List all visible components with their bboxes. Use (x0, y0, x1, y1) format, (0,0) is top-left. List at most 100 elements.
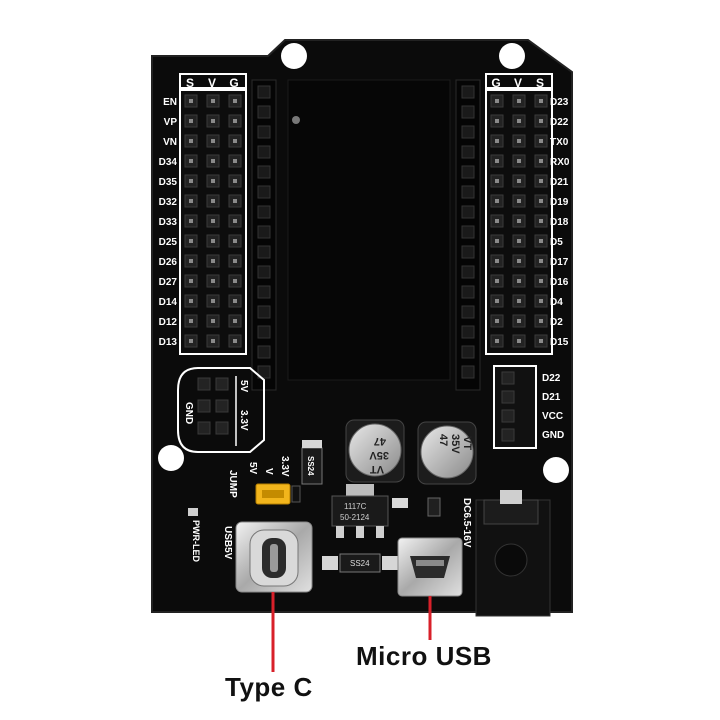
header-socket (257, 85, 271, 99)
pin-tip (233, 119, 237, 123)
pin-tip (211, 219, 215, 223)
mount-hole (499, 43, 525, 69)
pin-tip (517, 199, 521, 203)
power-select-outline (177, 367, 265, 453)
cap1-mid: 35V (369, 449, 389, 461)
header-socket (257, 165, 271, 179)
dc-input-label: DC6.5-16V (461, 498, 472, 548)
pin-tip (539, 339, 543, 343)
left-pin-label: D27 (159, 277, 178, 288)
right-pin-label: D5 (550, 237, 563, 248)
right-pin-label: D21 (550, 177, 569, 188)
header-socket (461, 185, 475, 199)
pin-tip (189, 279, 193, 283)
pin-tip (233, 179, 237, 183)
pin-tip (211, 279, 215, 283)
pin-tip (189, 179, 193, 183)
pin-tip (211, 139, 215, 143)
pin-tip (189, 139, 193, 143)
header-socket (257, 205, 271, 219)
pwr-led-label: PWR-LED (191, 520, 201, 562)
pin-tip (517, 219, 521, 223)
i2c-pin-label: D22 (542, 373, 561, 384)
pin-tip (233, 239, 237, 243)
pin-tip (495, 139, 499, 143)
pin-tip (211, 159, 215, 163)
header-socket (461, 225, 475, 239)
pin-tip (189, 319, 193, 323)
right-pin-label: D19 (550, 197, 569, 208)
header-socket (461, 105, 475, 119)
regulator-line1: 1117C (344, 502, 367, 511)
header-socket (257, 265, 271, 279)
cap2-mid: 35V (449, 434, 461, 454)
pin-tip (517, 239, 521, 243)
pin-tip (495, 299, 499, 303)
pin-tip (539, 299, 543, 303)
header-socket (257, 105, 271, 119)
right-header-v: V (514, 76, 522, 90)
pin-tip (189, 259, 193, 263)
jumper-5v: 5V (247, 462, 258, 475)
i2c-pin (501, 390, 515, 404)
header-socket (257, 245, 271, 259)
right-header-g: G (491, 76, 500, 90)
cap2-top: 47 (437, 434, 449, 446)
pin-tip (233, 259, 237, 263)
usb5v-label: USB5V (222, 526, 233, 560)
header-socket (461, 325, 475, 339)
pin-tip (211, 179, 215, 183)
pin-tip (539, 159, 543, 163)
pin-tip (539, 119, 543, 123)
header-socket (461, 85, 475, 99)
pin-tip (517, 279, 521, 283)
diode-bottom (339, 553, 381, 573)
power-select-5v: 5V (238, 380, 249, 393)
pin-tip (233, 219, 237, 223)
left-pin-label: D33 (159, 217, 178, 228)
pin-tip (495, 219, 499, 223)
pin-tip (211, 239, 215, 243)
pin-tip (539, 179, 543, 183)
left-pin-label: D35 (159, 177, 178, 188)
pin-tip (211, 119, 215, 123)
pin-tip (233, 99, 237, 103)
cap2-bot: VT (461, 436, 473, 450)
pin-tip (211, 339, 215, 343)
power-select-pin (197, 421, 211, 435)
micro-usb-connector (397, 537, 463, 597)
header-socket (257, 145, 271, 159)
diode-top-label: SS24 (306, 456, 315, 476)
pin-tip (539, 219, 543, 223)
regulator-line2: 50-2124 (340, 513, 370, 522)
diode-bottom-label: SS24 (350, 559, 370, 568)
right-pin-label: D23 (550, 97, 569, 108)
pin-tip (233, 279, 237, 283)
capacitor-1: 47 35V VT (345, 419, 405, 483)
right-pin-label: D17 (550, 257, 569, 268)
pin-tip (211, 199, 215, 203)
left-header-g: G (229, 76, 238, 90)
i2c-header (493, 365, 537, 449)
right-pin-label: D18 (550, 217, 569, 228)
header-socket (257, 305, 271, 319)
cap1-bot: VT (370, 463, 384, 475)
header-socket (257, 225, 271, 239)
pin-tip (517, 119, 521, 123)
i2c-pin (501, 428, 515, 442)
jumper-title: JUMP (227, 470, 238, 498)
pin-tip (495, 339, 499, 343)
header-socket (257, 185, 271, 199)
header-socket (257, 325, 271, 339)
i2c-pin-label: GND (542, 430, 564, 441)
pin-tip (495, 199, 499, 203)
dc-jack (475, 490, 551, 617)
pin-tip (539, 139, 543, 143)
power-select-pin (215, 399, 229, 413)
pin-tip (189, 219, 193, 223)
pin-tip (495, 119, 499, 123)
left-pin-label: D25 (159, 237, 178, 248)
power-select-pin (215, 377, 229, 391)
